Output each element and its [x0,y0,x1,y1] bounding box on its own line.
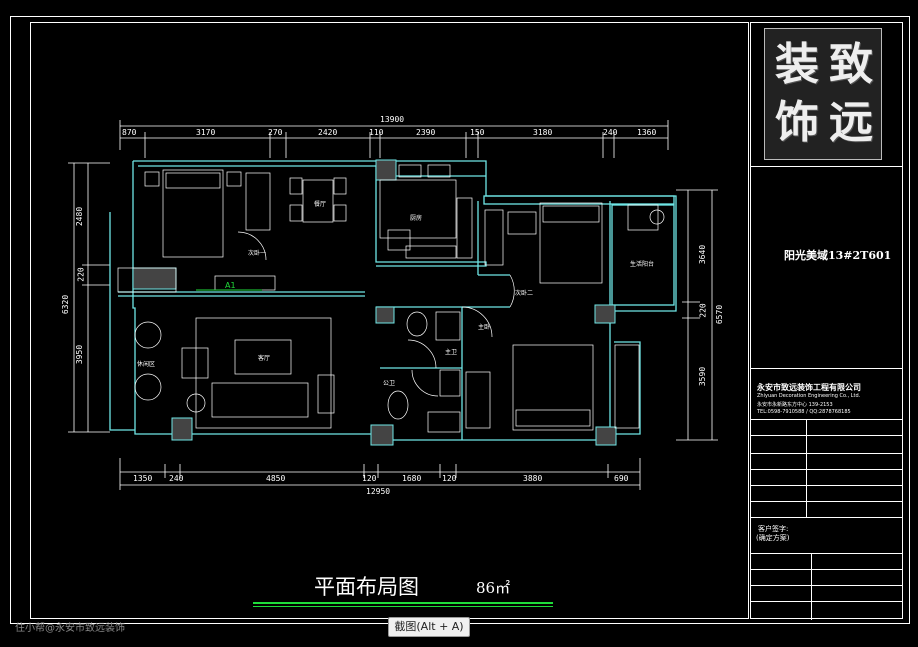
dim-top-total: 13900 [380,115,405,124]
title-underline [253,602,553,604]
project-name: 阳光美域13#2T601 [784,249,892,262]
dim-top-seg: 2420 [318,128,338,137]
room-label: 餐厅 [314,201,327,208]
scheme-label: (确定方案) [756,534,790,542]
dim-right-seg: 3590 [698,366,708,387]
dim-left-seg: 2480 [75,206,85,227]
title-underline-thin [253,606,553,607]
dim-right-total: 6570 [715,304,725,325]
dimension-lines [68,120,718,490]
logo-char: 装 [775,39,819,90]
dim-top-seg: 3170 [196,128,216,137]
watermark: 住小帮@永安市致远装饰 [15,623,125,634]
company-address: 永安市永新路东方中心 139-2153 [757,402,833,408]
dim-bottom-seg: 120 [442,474,457,483]
dim-top-seg: 110 [369,128,384,137]
entry-marker: A1 [196,281,262,291]
dim-top-seg: 150 [470,128,485,137]
dim-left-seg: 220 [76,267,86,282]
logo-char: 致 [829,39,873,90]
dim-right-seg: 3640 [698,244,708,265]
logo-char: 远 [829,97,873,148]
company-name: 永安市致远装饰工程有限公司 [757,383,861,392]
dim-top-seg: 2390 [416,128,436,137]
dim-left-total: 6320 [61,294,71,315]
company-name-en: Zhiyuan Decoration Engineering Co., Ltd. [757,393,861,399]
dim-top-seg: 240 [603,128,618,137]
dim-top-seg: 1360 [637,128,657,137]
dim-top-seg: 870 [122,128,137,137]
furniture [117,164,665,433]
room-label: 公卫 [383,380,396,387]
dim-bottom-seg: 4850 [266,474,286,483]
logo-char: 饰 [775,97,819,148]
dim-bottom-total: 12950 [366,487,391,496]
room-label: 生活阳台 [630,261,655,268]
room-label: 客厅 [258,355,271,362]
room-label: 次卧一 [248,250,267,257]
plan-area: 86㎡ [476,579,511,597]
room-label: 主卧 [478,324,491,331]
dim-bottom-seg: 1680 [402,474,422,483]
company-phone: TEL:0598-7910588 / QQ:2878768185 [757,409,851,415]
title-block [750,22,903,620]
room-label: 主卫 [445,349,458,356]
plan-title: 平面布局图 [314,575,419,599]
dim-top-seg: 3180 [533,128,553,137]
room-label: 厨房 [410,215,423,222]
dim-bottom-seg: 3880 [523,474,543,483]
dim-bottom-seg: 120 [362,474,377,483]
client-sign-label: 客户签字: [758,525,789,533]
dim-bottom-seg: 240 [169,474,184,483]
dim-bottom-seg: 1350 [133,474,153,483]
company-logo: 装 致 饰 远 [764,28,882,160]
dim-top-seg: 270 [268,128,283,137]
dim-left-seg: 3950 [75,344,85,365]
dim-bottom-seg: 690 [614,474,629,483]
screenshot-tooltip[interactable]: 截图(Alt + A) [388,617,470,637]
room-label: 次卧二 [515,290,534,297]
room-label: 休闲区 [137,361,156,368]
dim-right-seg: 220 [698,303,708,318]
entry-label: A1 [225,281,236,290]
